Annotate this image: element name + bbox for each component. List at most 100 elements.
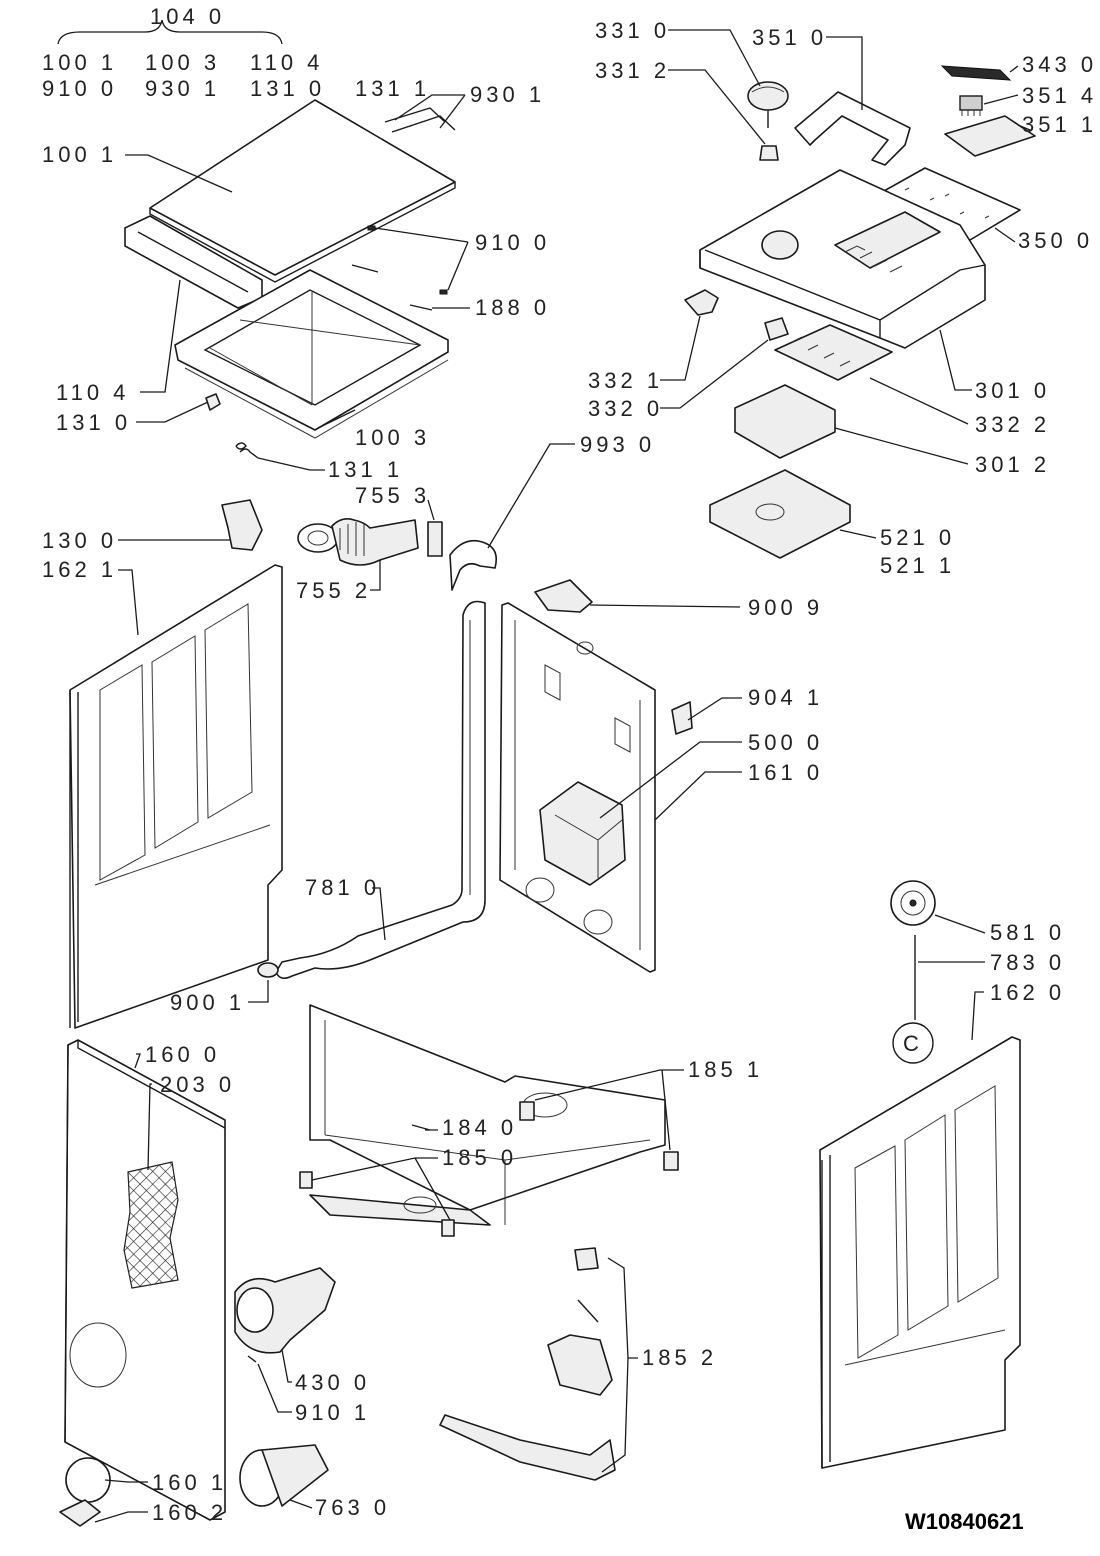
lid-lock [205, 393, 221, 411]
label-160-2: 160 2 [152, 1500, 227, 1525]
front-panel-assembly: 160 0 203 0 160 1 160 2 [59, 1039, 235, 1527]
lid-spring [235, 442, 259, 459]
hose-clip [257, 962, 279, 978]
lid-switch [221, 499, 263, 551]
label-783-0: 783 0 [990, 950, 1065, 975]
label-763-0: 763 0 [315, 1495, 390, 1520]
label-331-0: 331 0 [595, 18, 670, 43]
top-frame-ribs [209, 292, 421, 406]
label-185-1: 185 1 [688, 1057, 763, 1082]
label-160-1: 160 1 [152, 1470, 227, 1495]
display-bracket [794, 91, 911, 166]
foot-185-0-a [299, 1171, 313, 1189]
label-331-2: 331 2 [595, 58, 670, 83]
label-781-0: 781 0 [305, 875, 380, 900]
document-id: W10840621 [905, 1509, 1024, 1534]
foot-185-1-b [663, 1151, 679, 1171]
drain-cap [65, 1457, 111, 1503]
label-130-0: 130 0 [42, 528, 117, 553]
label-header-930-1: 930 1 [145, 76, 220, 101]
dispenser-tray [709, 469, 851, 559]
hose-elbow [449, 539, 498, 591]
drain-hose [275, 600, 486, 980]
label-header-110-4: 110 4 [250, 50, 323, 75]
right-side-parts: 581 0 783 0 C 162 0 [819, 880, 1065, 1469]
label-430-0: 430 0 [295, 1370, 370, 1395]
label-581-0: 581 0 [990, 920, 1065, 945]
side-panel-left [69, 564, 283, 1029]
label-188-0: 188 0 [475, 295, 550, 320]
hose-clamp [427, 521, 443, 557]
label-993-0: 993 0 [580, 432, 655, 457]
console-knob-seat [761, 230, 799, 260]
label-351-4: 351 4 [1022, 83, 1097, 108]
label-100-3: 100 3 [355, 425, 430, 450]
label-header-910-0: 910 0 [42, 76, 117, 101]
screw-910-1 [247, 1355, 257, 1363]
control-panel-assembly [684, 65, 1036, 559]
lid-handle-slot [137, 231, 249, 293]
label-104-0: 104 0 [150, 4, 225, 29]
display-connector [959, 95, 983, 111]
drain-hose-assembly: 781 0 900 1 [170, 600, 486, 1015]
c-marker-text: C [903, 1031, 919, 1056]
knob [747, 81, 789, 111]
screw-910-a [367, 225, 376, 231]
header-group-104-0: 104 0 100 1 100 3 110 4 910 0 930 1 131 … [42, 4, 426, 101]
top-frame-lower-edge [184, 359, 449, 439]
base-frame [309, 1004, 666, 1211]
label-301-2: 301 2 [975, 452, 1050, 477]
top-left-callouts: 930 1 100 1 910 0 188 0 110 4 131 0 100 … [42, 82, 550, 482]
label-343-0: 343 0 [1022, 52, 1097, 77]
label-header-100-1: 100 1 [42, 50, 117, 75]
leg-pin [577, 1299, 599, 1323]
label-351-1: 351 1 [1022, 112, 1097, 137]
label-header-131-0: 131 0 [250, 76, 325, 101]
bellows-hose [331, 518, 419, 566]
side-panel-162-0 [819, 1036, 1021, 1469]
label-131-1: 131 1 [328, 457, 403, 482]
label-521-0: 521 0 [880, 525, 955, 550]
console-housing [699, 169, 986, 349]
rear-panel-assembly: 900 9 904 1 500 0 161 0 [499, 579, 823, 973]
key-board [944, 115, 1036, 157]
side-panel-162-1 [69, 564, 283, 1029]
leg-bracket [547, 1334, 613, 1396]
rating-label-mesh [123, 1161, 179, 1289]
label-332-0: 332 0 [588, 396, 663, 421]
label-755-2: 755 2 [296, 578, 371, 603]
label-904-1: 904 1 [748, 685, 823, 710]
base-assembly: 185 1 184 0 185 0 [299, 1004, 763, 1237]
drain-pump-inlet [236, 1287, 274, 1333]
electronic-module [539, 781, 626, 886]
console-housing-edges [699, 249, 986, 338]
knob-insert [759, 145, 779, 161]
label-203-0: 203 0 [160, 1072, 235, 1097]
screw-910-b [439, 289, 448, 295]
leg-lever [439, 1414, 616, 1481]
label-131-0: 131 0 [56, 410, 131, 435]
base-front-rail [309, 1194, 491, 1226]
label-521-1: 521 1 [880, 553, 955, 578]
label-header-100-3: 100 3 [145, 50, 220, 75]
label-185-2: 185 2 [642, 1345, 717, 1370]
label-161-0: 161 0 [748, 760, 823, 785]
hinge-rod [351, 264, 433, 311]
lid-panel-edge [149, 182, 456, 283]
hose-and-switch-parts: 130 0 162 1 755 3 755 2 993 0 [42, 432, 655, 636]
leg-bolt [574, 1247, 599, 1271]
label-160-0: 160 0 [145, 1042, 220, 1067]
label-900-1: 900 1 [170, 990, 245, 1015]
button-332-0 [764, 317, 789, 341]
header-brace [57, 19, 283, 45]
label-755-3: 755 3 [355, 483, 430, 508]
button-housing [734, 384, 836, 459]
label-162-1: 162 1 [42, 557, 117, 582]
foot-185-0-b [441, 1219, 455, 1237]
button-bank [774, 324, 893, 381]
label-332-1: 332 1 [588, 368, 663, 393]
label-910-1: 910 1 [295, 1400, 370, 1425]
drain-cap-hinge [59, 1499, 101, 1527]
label-910-0: 910 0 [475, 230, 550, 255]
label-162-0: 162 0 [990, 980, 1065, 1005]
